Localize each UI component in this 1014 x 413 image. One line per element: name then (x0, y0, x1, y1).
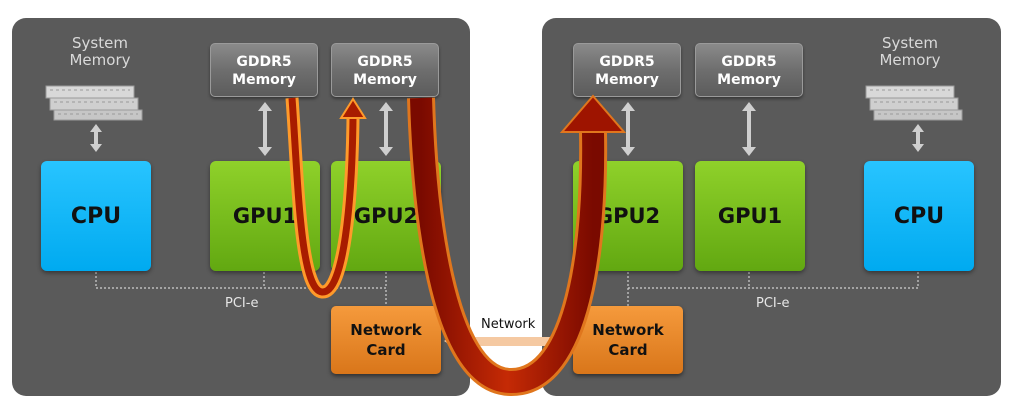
network-label: Network (481, 317, 536, 332)
right-gpu1: GPU1 (695, 161, 805, 271)
intra-node-transfer-arrow (285, 97, 367, 299)
left-pcie-label: PCI-e (225, 296, 259, 311)
right-cpu: CPU (864, 161, 974, 271)
right-pcie-label: PCI-e (756, 296, 790, 311)
ram-module-icon (865, 85, 963, 121)
inter-node-transfer-arrow (407, 94, 627, 397)
ram-module-icon (45, 85, 143, 121)
left-cpu: CPU (41, 161, 151, 271)
pcie-bus (95, 272, 919, 306)
double-arrow-icon (90, 102, 924, 156)
